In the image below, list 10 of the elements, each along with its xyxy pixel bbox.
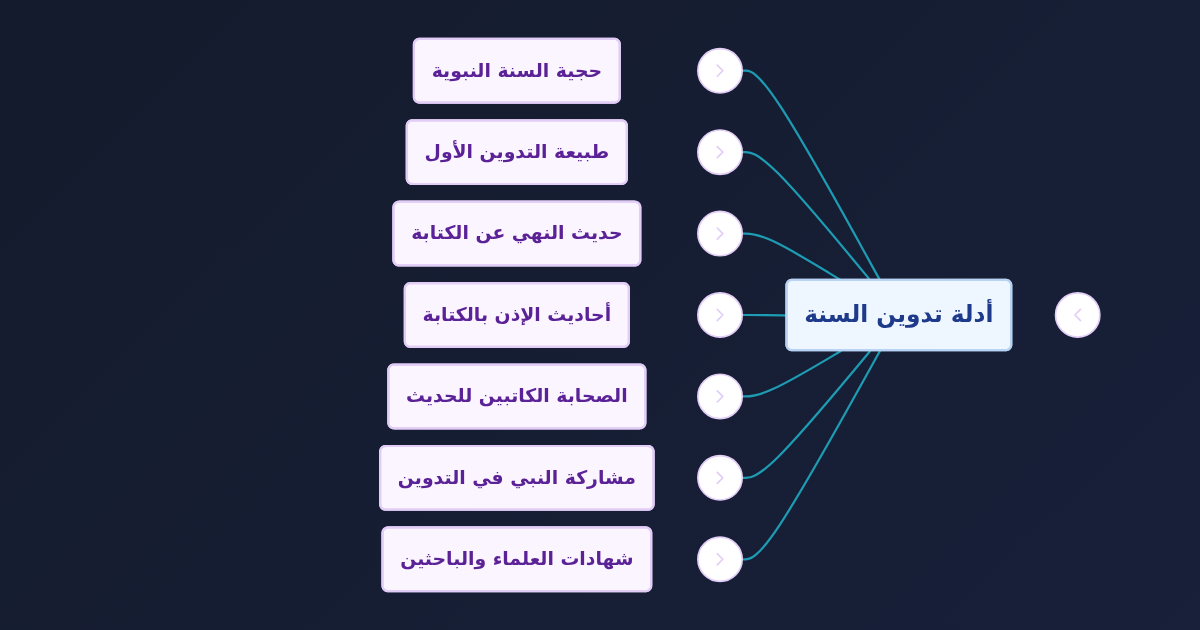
- node-circle: [697, 47, 744, 94]
- node-circle: [1054, 292, 1101, 338]
- connector: [742, 350, 882, 561]
- node-circle: [697, 210, 744, 257]
- node-circle: [697, 536, 744, 583]
- connector: [742, 350, 872, 479]
- node-circle: [697, 373, 744, 420]
- node-circle: [697, 454, 744, 501]
- node-circle: [697, 292, 744, 338]
- node-circle: [697, 129, 744, 176]
